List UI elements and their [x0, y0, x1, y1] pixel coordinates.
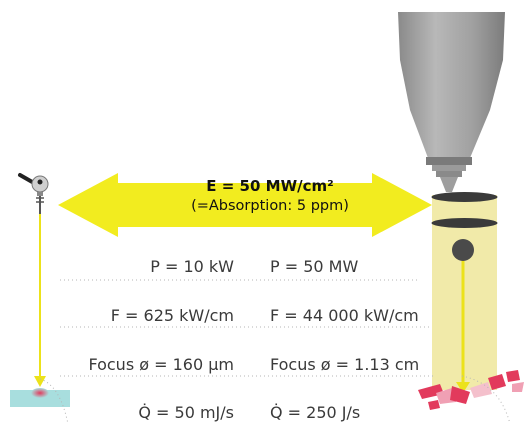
absorption-note: (=Absorption: 5 ppm) — [191, 198, 349, 214]
large-beam-arrowhead — [456, 382, 470, 393]
shattered-workpiece — [418, 370, 524, 410]
beam-ring-lower — [431, 218, 498, 228]
beam-ring-top — [431, 192, 498, 202]
small-flux-label: F = 625 kW/cm — [110, 306, 234, 325]
large-focus-label: Focus ø = 1.13 cm — [270, 355, 420, 374]
small-beam-arrowhead — [34, 376, 46, 387]
double-arrow-shape — [58, 173, 432, 237]
laser-nozzle-icon — [398, 12, 505, 192]
small-laser-head-icon — [18, 173, 49, 214]
large-flux-label: F = 44 000 kW/cm — [270, 306, 419, 325]
energy-density-title: E = 50 MW/cm² — [206, 177, 334, 195]
large-power-label: P = 50 MW — [270, 257, 359, 276]
small-focus-label: Focus ø = 160 µm — [88, 355, 234, 374]
small-heat-label: Q̇ = 50 mJ/s — [138, 403, 234, 422]
small-hot-spot — [31, 388, 49, 398]
large-heat-label: Q̇ = 250 J/s — [270, 403, 361, 422]
small-workpiece — [10, 390, 70, 407]
focus-lens — [452, 239, 474, 261]
dotted-guides — [39, 279, 511, 424]
small-power-label: P = 10 kW — [150, 257, 234, 276]
